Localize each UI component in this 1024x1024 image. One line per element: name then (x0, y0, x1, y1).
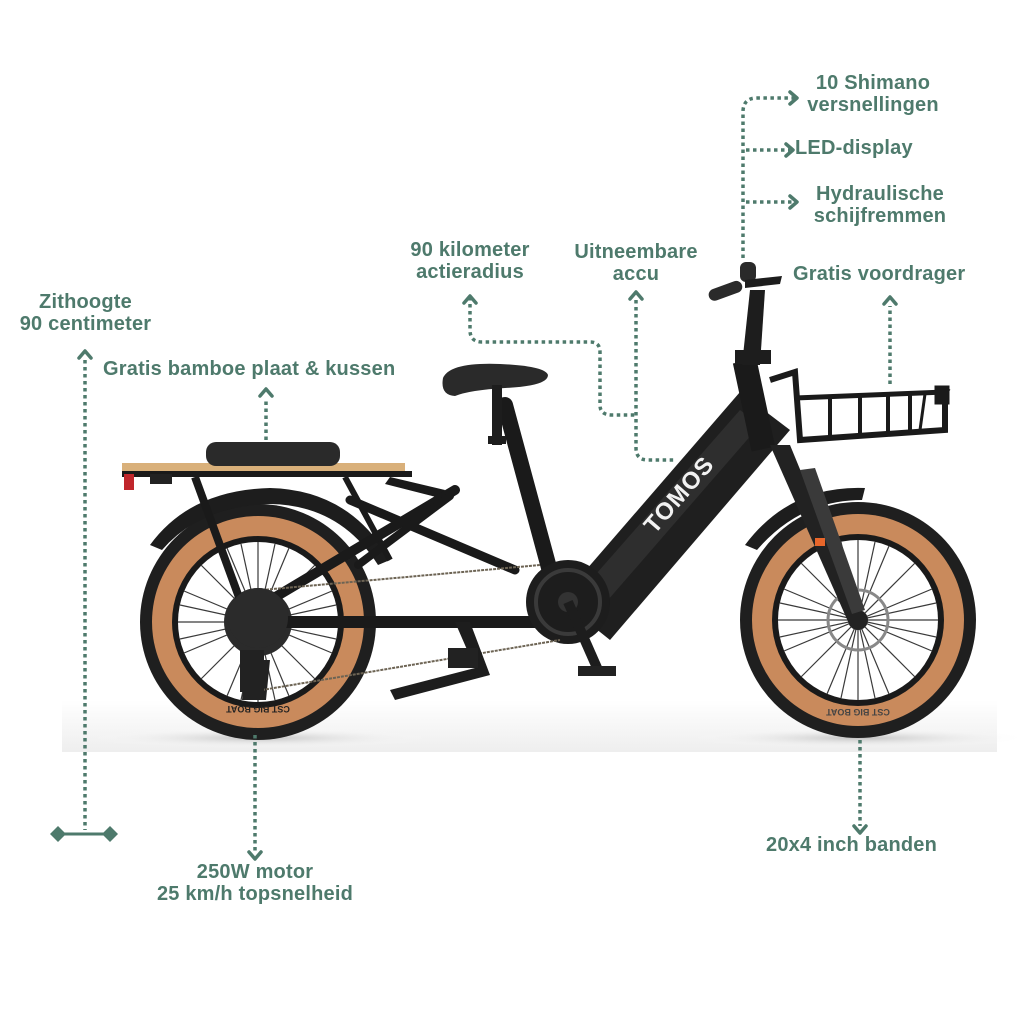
bike-frame (252, 397, 566, 628)
callout-gears-line1: 10 Shimano (815, 72, 931, 94)
callout-motor-line1: 250W motor (196, 861, 314, 883)
callout-seat-height: Zithoogte 90 centimeter (8, 291, 163, 335)
callout-range: 90 kilometer actieradius (400, 239, 540, 283)
arrow-down-icon (247, 850, 263, 861)
callout-front-carrier-line1: Gratis voordrager (793, 263, 966, 285)
callout-tires: 20x4 inch banden (766, 834, 937, 856)
arrow-up-icon (628, 290, 644, 301)
callout-tires-line1: 20x4 inch banden (766, 834, 938, 856)
callout-brakes-line1: Hydraulische (815, 183, 944, 205)
saddle (442, 363, 548, 445)
tire-sidewall-text: CST BIG BOAT (226, 704, 290, 714)
arrow-down-icon (852, 824, 868, 835)
handlebar (708, 262, 782, 365)
arrow-up-icon (462, 294, 478, 305)
ground-marker-icon (50, 826, 118, 842)
callout-front-carrier: Gratis voordrager (793, 263, 965, 285)
arrow-right-icon (784, 142, 795, 158)
callout-rear-deck-line1: Gratis bamboe plaat & kussen (103, 358, 396, 380)
leader-battery (634, 300, 675, 462)
arrow-up-icon (77, 349, 93, 360)
callout-display: LED-display (795, 137, 913, 159)
callout-battery: Uitneembare accu (566, 241, 706, 285)
callout-brakes: Hydraulische schijfremmen (805, 183, 955, 227)
callout-motor-line2: 25 km/h topsnelheid (156, 883, 354, 905)
callout-display-line1: LED-display (795, 137, 913, 159)
callout-motor: 250W motor 25 km/h topsnelheid (140, 861, 370, 905)
arrow-up-icon (882, 295, 898, 306)
front-fork (732, 358, 865, 626)
callout-brakes-line2: schijfremmen (813, 205, 947, 227)
arrow-right-icon (788, 194, 799, 210)
callout-gears: 10 Shimano versnellingen (798, 72, 948, 116)
callout-seat-height-line2: 90 centimeter (19, 313, 152, 335)
callout-gears-line2: versnellingen (807, 94, 939, 116)
callout-range-line1: 90 kilometer (410, 239, 530, 261)
leader-gears (741, 96, 795, 258)
arrow-right-icon (788, 90, 799, 106)
front-basket (769, 367, 951, 444)
callout-battery-line1: Uitneembare (574, 241, 698, 263)
callout-range-line2: actieradius (416, 261, 524, 283)
callout-battery-line2: accu (612, 263, 660, 285)
leader-range (468, 297, 636, 417)
arrow-up-icon (258, 387, 274, 398)
callout-seat-height-line1: Zithoogte (39, 291, 132, 313)
callout-rear-deck: Gratis bamboe plaat & kussen (103, 358, 395, 380)
drivetrain (228, 560, 616, 700)
tire-sidewall-text-front: CST BIG BOAT (826, 707, 890, 717)
